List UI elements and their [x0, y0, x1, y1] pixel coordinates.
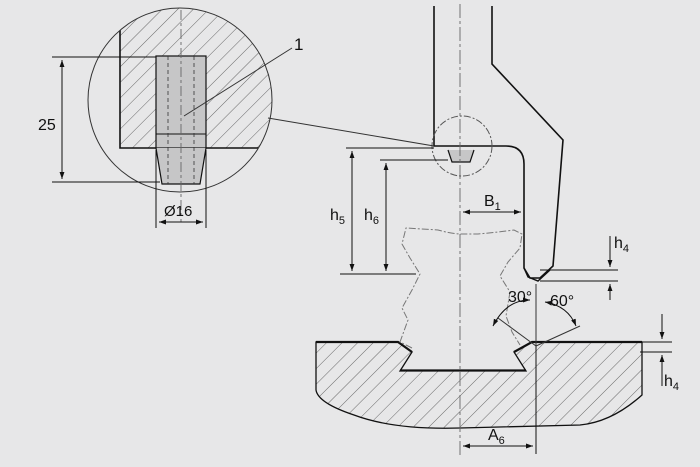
diameter-label: Ø16: [164, 203, 192, 220]
labels: 1 25 Ø16 h5 h6 B1 h4 h4 A6 30° 60°: [38, 35, 679, 447]
b1-label: B1: [484, 193, 501, 213]
depth-label: 25: [38, 117, 56, 134]
h5-label: h5: [330, 207, 345, 227]
zoom-detail: [87, 7, 273, 222]
detail-connector-line: [267, 117, 435, 147]
workpiece: [315, 340, 643, 429]
phantom-part-outline: [399, 227, 523, 349]
h6-label: h6: [364, 207, 379, 227]
callout-number-label: 1: [294, 35, 303, 54]
callout-leader: [183, 47, 293, 117]
a6-label: A6: [488, 427, 505, 447]
angle-30-label: 30°: [508, 289, 532, 306]
dimensions: [52, 56, 672, 454]
h4-lower-label: h4: [664, 373, 679, 393]
clamp-arm: [433, 6, 564, 282]
angle-60-label: 60°: [550, 293, 574, 310]
h4-upper-label: h4: [614, 235, 629, 255]
